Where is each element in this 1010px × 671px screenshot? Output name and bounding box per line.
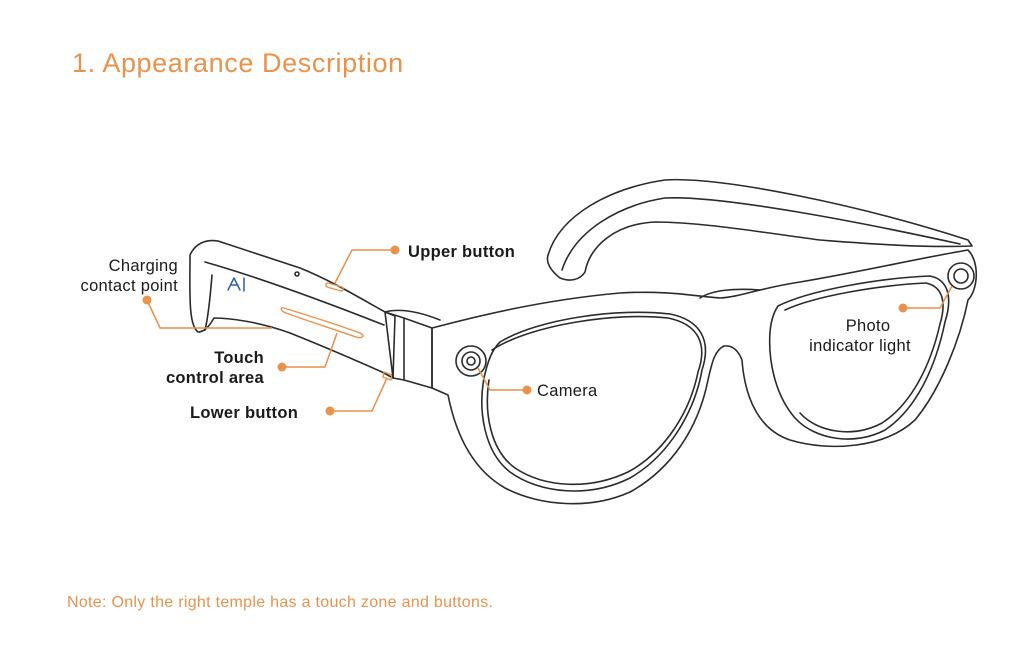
touch-control-label: Touch control area	[140, 348, 264, 388]
charging-label-line1: Charging	[108, 257, 178, 275]
page-title: 1. Appearance Description	[72, 48, 404, 78]
left-temple-arm	[546, 178, 973, 281]
camera-ring	[455, 345, 487, 377]
photo-indicator-label: Photo indicator light	[796, 316, 924, 356]
hinge	[384, 311, 433, 389]
photo-label-line2: indicator light	[809, 337, 911, 355]
photo-indicator-ring	[947, 262, 975, 290]
right-lens	[768, 275, 950, 440]
footer-note: Note: Only the right temple has a touch …	[67, 594, 494, 611]
upper-button-callout-dot	[390, 245, 400, 255]
front-frame	[431, 249, 978, 505]
left-lens	[481, 311, 707, 492]
camera-label: Camera	[537, 382, 598, 400]
photo-label-line1: Photo	[845, 317, 891, 335]
touch-label-line1: Touch	[214, 349, 264, 367]
right-temple-arm	[189, 239, 396, 379]
charging-label-line2: contact point	[80, 277, 178, 295]
upper-button-label: Upper button	[408, 243, 516, 261]
touch-callout-dot	[277, 362, 287, 372]
lower-button-callout-dot	[325, 406, 335, 416]
lower-button-label: Lower button	[190, 404, 299, 422]
camera-callout-dot	[522, 385, 532, 395]
touch-label-line2: control area	[165, 369, 264, 387]
charging-callout-dot	[142, 295, 152, 305]
photo-light-callout-dot	[898, 303, 908, 313]
charging-contact-label: Charging contact point	[58, 256, 178, 296]
